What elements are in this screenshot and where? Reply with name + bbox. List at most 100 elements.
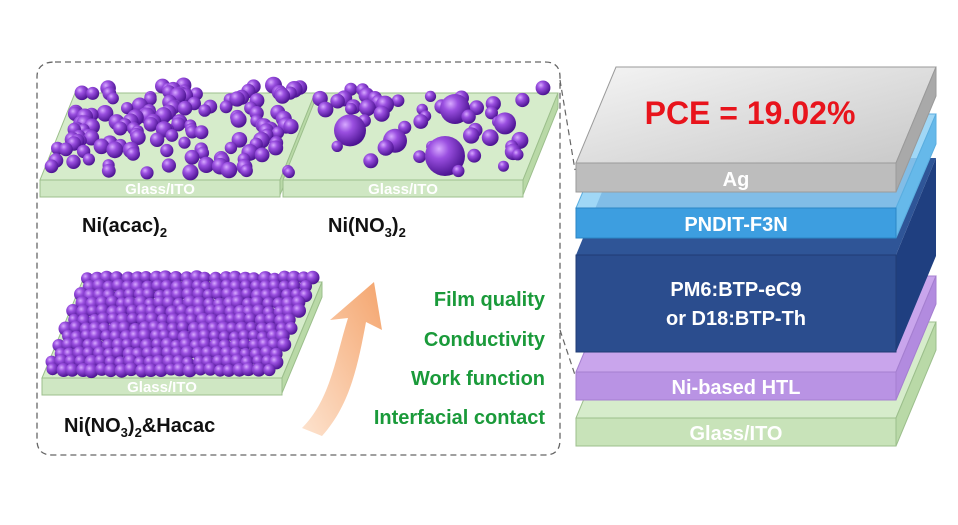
particle [377, 139, 394, 156]
particle [96, 105, 114, 122]
layer-label: Ni-based HTL [672, 377, 801, 399]
particle [88, 328, 104, 343]
particle [331, 140, 343, 152]
film-ni-no3: Glass/ITO [282, 80, 559, 198]
particle [171, 287, 185, 302]
pce-value: PCE = 19.02% [645, 95, 856, 131]
particle [413, 114, 429, 129]
particle [144, 92, 157, 106]
layer-label-alt: or D18:BTP-Th [666, 308, 806, 330]
particle [65, 363, 79, 377]
film-label-ni-acac: Ni(acac)2 [82, 215, 167, 240]
particle [241, 287, 254, 300]
particle [391, 94, 405, 107]
particle [251, 362, 266, 377]
particle [283, 166, 295, 179]
particle [74, 85, 90, 101]
particle [61, 337, 75, 352]
particle [268, 140, 284, 156]
particle [106, 141, 124, 159]
particle [44, 159, 59, 174]
particle [165, 129, 179, 142]
particle [219, 100, 233, 114]
particle [240, 164, 253, 178]
particle [277, 337, 292, 352]
particle [124, 362, 138, 377]
particle [230, 111, 247, 128]
particle [126, 147, 140, 161]
film-label-ni-no3-hacac: Ni(NO3)2&Hacac [64, 415, 215, 440]
particle [222, 364, 236, 377]
connector-line-bottom [559, 329, 576, 376]
particle [461, 109, 476, 124]
particle [139, 271, 153, 284]
particle [212, 354, 225, 368]
particle [69, 320, 83, 334]
particle [535, 80, 551, 96]
particle [194, 125, 209, 140]
particle [194, 363, 207, 376]
improvement-conductivity: Conductivity [424, 329, 546, 351]
particle [66, 304, 80, 318]
particle [180, 345, 195, 361]
particle [59, 142, 73, 157]
particle [149, 132, 165, 147]
particle [485, 106, 498, 120]
particle [463, 127, 480, 144]
particle [82, 153, 95, 166]
particle [126, 312, 140, 326]
particle [86, 86, 100, 100]
layer-label: Glass/ITO [689, 423, 782, 445]
particle [161, 158, 176, 173]
particle [177, 100, 193, 116]
particle [140, 166, 154, 180]
particle [198, 156, 215, 173]
particle [214, 364, 227, 377]
layer-ag: Ag [575, 66, 937, 193]
dashed-frame [36, 61, 561, 456]
particle [274, 88, 291, 104]
improvement-interfacial-contact: Interfacial contact [374, 407, 546, 429]
particle [424, 90, 437, 102]
particle-layer [45, 270, 320, 379]
particle [363, 153, 379, 169]
particle [182, 164, 199, 181]
particle [171, 117, 186, 132]
particle [231, 132, 248, 148]
particle [106, 92, 119, 105]
particle [143, 117, 159, 132]
particle [105, 295, 119, 309]
particle [317, 101, 334, 118]
particle [96, 312, 111, 327]
particle [211, 287, 225, 301]
particle [452, 164, 465, 178]
substrate-front [41, 377, 283, 396]
film-ni-acac: Glass/ITO [39, 76, 316, 198]
substrate-label: Glass/ITO [127, 379, 197, 396]
particle [481, 129, 499, 147]
improvement-work-function: Work function [411, 368, 545, 390]
particle [305, 270, 320, 285]
improvements-list: Film quality Conductivity Work function … [374, 289, 546, 429]
particle [201, 346, 215, 360]
layer-label: PNDIT-F3N [684, 214, 787, 236]
substrate-front [39, 179, 281, 198]
improvement-film-quality: Film quality [434, 289, 546, 311]
particle [66, 154, 81, 169]
particle [104, 363, 118, 378]
particle [154, 363, 168, 377]
particle [238, 338, 251, 351]
particle-layer [282, 80, 551, 179]
particle [413, 150, 426, 164]
particle [264, 312, 277, 326]
particle [334, 114, 366, 147]
particle [172, 362, 187, 377]
particle [184, 149, 200, 165]
substrate-label: Glass/ITO [125, 181, 195, 198]
film-label-ni-no3: Ni(NO3)2 [328, 215, 406, 240]
particle [241, 362, 256, 377]
particle [494, 112, 516, 135]
particle [467, 148, 482, 163]
particle [511, 148, 524, 161]
